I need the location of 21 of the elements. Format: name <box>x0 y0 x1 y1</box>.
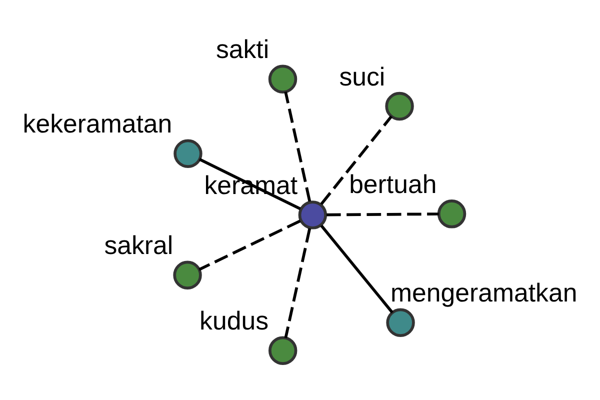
node-label: kekeramatan <box>22 110 172 138</box>
node-circle <box>437 199 466 228</box>
node-label: sakti <box>216 36 270 64</box>
node-label: bertuah <box>349 170 437 198</box>
node-label: suci <box>339 62 386 91</box>
node-label: kudus <box>200 307 269 336</box>
node-circle <box>385 91 414 120</box>
node-circle <box>173 260 202 290</box>
connector <box>284 228 312 338</box>
connector <box>320 224 394 313</box>
connector <box>320 115 393 205</box>
connector <box>326 212 439 216</box>
node-label: sakral <box>104 232 174 260</box>
connector <box>284 91 312 202</box>
node-circle <box>174 138 202 168</box>
connector <box>198 219 301 270</box>
node-label: mengeramatkan <box>390 279 578 308</box>
node-circle <box>268 64 298 93</box>
node-circle <box>298 200 328 229</box>
node-circle <box>268 336 298 364</box>
node-circle <box>386 308 415 336</box>
